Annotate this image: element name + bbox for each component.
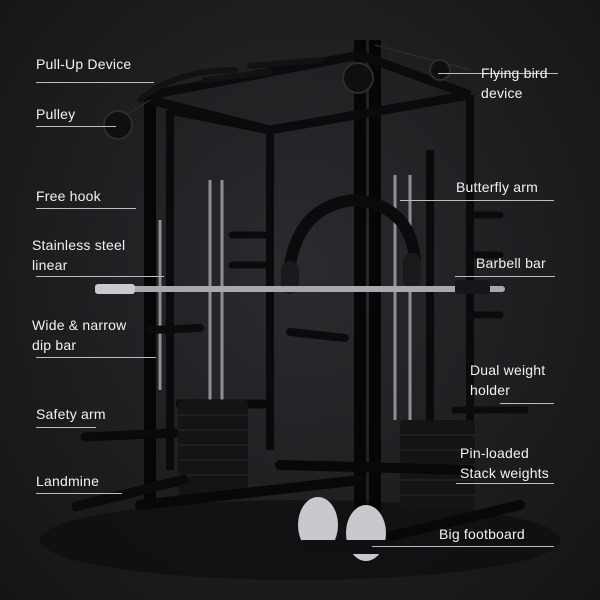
- callout-landmine: Landmine: [36, 473, 100, 489]
- leader-line: [438, 73, 558, 74]
- callout-pull-up-device: Pull-Up Device: [36, 56, 132, 72]
- leader-line: [36, 427, 96, 428]
- callout-stainless-steel-linear: Stainless steel linear: [32, 235, 125, 275]
- landmine: [71, 474, 189, 512]
- callout-line: dip bar: [32, 337, 77, 353]
- callout-big-footboard: Big footboard: [439, 526, 525, 542]
- leader-line: [400, 200, 554, 201]
- big-footboard: [298, 497, 390, 561]
- callout-pulley: Pulley: [36, 106, 76, 122]
- guide-rods: [158, 175, 412, 420]
- pull-up-bars: [137, 57, 323, 103]
- callout-line: device: [481, 85, 523, 101]
- plate-pegs: [228, 211, 529, 414]
- leader-line: [36, 82, 154, 83]
- leader-line: [36, 276, 164, 277]
- callout-line: Pin-loaded: [460, 445, 529, 461]
- leader-line: [455, 276, 555, 277]
- callout-free-hook: Free hook: [36, 188, 101, 204]
- pulley-wheels: [103, 59, 451, 140]
- barbell-bar: [95, 280, 505, 294]
- leader-line: [36, 126, 116, 127]
- callout-line: linear: [32, 257, 68, 273]
- callout-line: Stainless steel: [32, 237, 126, 253]
- base-frame: [135, 460, 525, 545]
- callout-barbell-bar: Barbell bar: [476, 255, 546, 271]
- callout-wide-narrow-dip-bar: Wide & narrow dip bar: [32, 315, 126, 355]
- callout-line: Dual weight: [470, 362, 546, 378]
- callout-dual-weight-holder: Dual weight holder: [470, 360, 545, 400]
- leader-line: [500, 403, 554, 404]
- callout-line: holder: [470, 382, 511, 398]
- callout-flying-bird-device: Flying bird device: [481, 63, 548, 103]
- leader-line: [456, 483, 554, 484]
- callout-line: Stack weights: [460, 465, 549, 481]
- leader-line: [36, 493, 122, 494]
- callout-butterfly-arm: Butterfly arm: [456, 179, 538, 195]
- leader-line: [36, 208, 136, 209]
- butterfly-arm: [281, 193, 421, 294]
- callout-line: Flying bird: [481, 65, 548, 81]
- callout-line: Wide & narrow: [32, 317, 127, 333]
- dip-bars: [146, 324, 349, 342]
- leader-line: [372, 546, 554, 547]
- callout-pin-loaded-stack-weights: Pin-loaded Stack weights: [460, 443, 549, 483]
- weight-stack-left: [178, 400, 248, 495]
- callout-safety-arm: Safety arm: [36, 406, 106, 422]
- top-frame: [148, 50, 472, 135]
- leader-line: [36, 357, 156, 358]
